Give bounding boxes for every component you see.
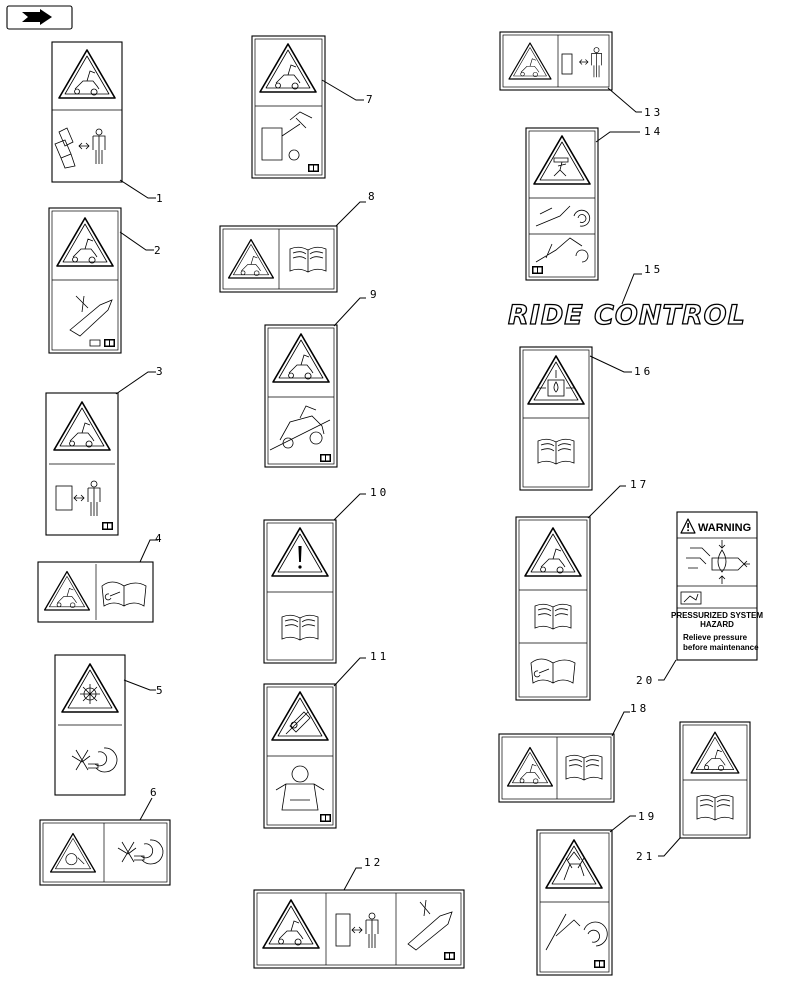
decal-3	[45, 392, 119, 536]
callout-3: 3	[156, 365, 166, 378]
decal-16	[519, 346, 593, 491]
decal-19	[536, 829, 613, 976]
callout-16: 16	[634, 365, 653, 378]
warning-triangle-icon	[271, 527, 329, 577]
decal-5	[54, 654, 126, 796]
callout-17: 17	[630, 478, 649, 491]
warning-subtitle-2: HAZARD	[700, 620, 734, 629]
callout-14: 14	[644, 125, 663, 138]
callout-15: 15	[644, 263, 663, 276]
decal-14	[525, 127, 599, 281]
decal-7	[251, 35, 326, 179]
callout-9: 9	[370, 288, 380, 301]
callout-1: 1	[156, 192, 166, 205]
decal-9	[264, 324, 338, 468]
callout-10: 10	[370, 486, 389, 499]
warning-body-1: Relieve pressure	[683, 633, 748, 642]
callout-11: 11	[370, 650, 389, 663]
decal-4	[37, 561, 154, 623]
decal-2	[48, 207, 122, 354]
callout-4: 4	[155, 532, 165, 545]
decal-21	[679, 721, 751, 839]
callout-8: 8	[368, 190, 378, 203]
ride-control-label: RIDE CONTROL	[508, 300, 746, 331]
decal-18	[498, 733, 615, 803]
decal-20: WARNING PRESSURIZED SYSTEM HAZARD Reliev…	[671, 511, 763, 661]
pressure-drop-icon	[527, 355, 585, 405]
callout-2: 2	[154, 244, 164, 257]
person-distance-icon	[54, 127, 106, 169]
decal-11	[263, 683, 337, 829]
decal-12	[253, 889, 465, 969]
warning-subtitle-1: PRESSURIZED SYSTEM	[671, 611, 763, 620]
decal-1	[51, 41, 123, 183]
rotating-fan-icon	[71, 747, 118, 773]
decal-13	[499, 31, 613, 91]
callout-6: 6	[150, 786, 160, 799]
callout-7: 7	[366, 93, 376, 106]
callout-13: 13	[644, 106, 663, 119]
warning-title: WARNING	[698, 522, 751, 534]
next-page-arrow-icon[interactable]	[6, 5, 73, 30]
decal-17	[515, 516, 591, 701]
callout-18: 18	[630, 702, 649, 715]
callout-19: 19	[638, 810, 657, 823]
service-manual-wrench-icon	[101, 581, 147, 607]
warning-body-2: before maintenance	[683, 643, 759, 652]
callout-20: 20	[636, 674, 655, 687]
open-manual-book-icon	[289, 246, 327, 273]
decal-8	[219, 225, 338, 293]
warning-header: WARNING	[680, 518, 751, 534]
decal-10	[263, 519, 337, 664]
callout-12: 12	[364, 856, 383, 869]
decal-6	[39, 819, 171, 886]
callout-21: 21	[636, 850, 655, 863]
callout-5: 5	[156, 684, 166, 697]
